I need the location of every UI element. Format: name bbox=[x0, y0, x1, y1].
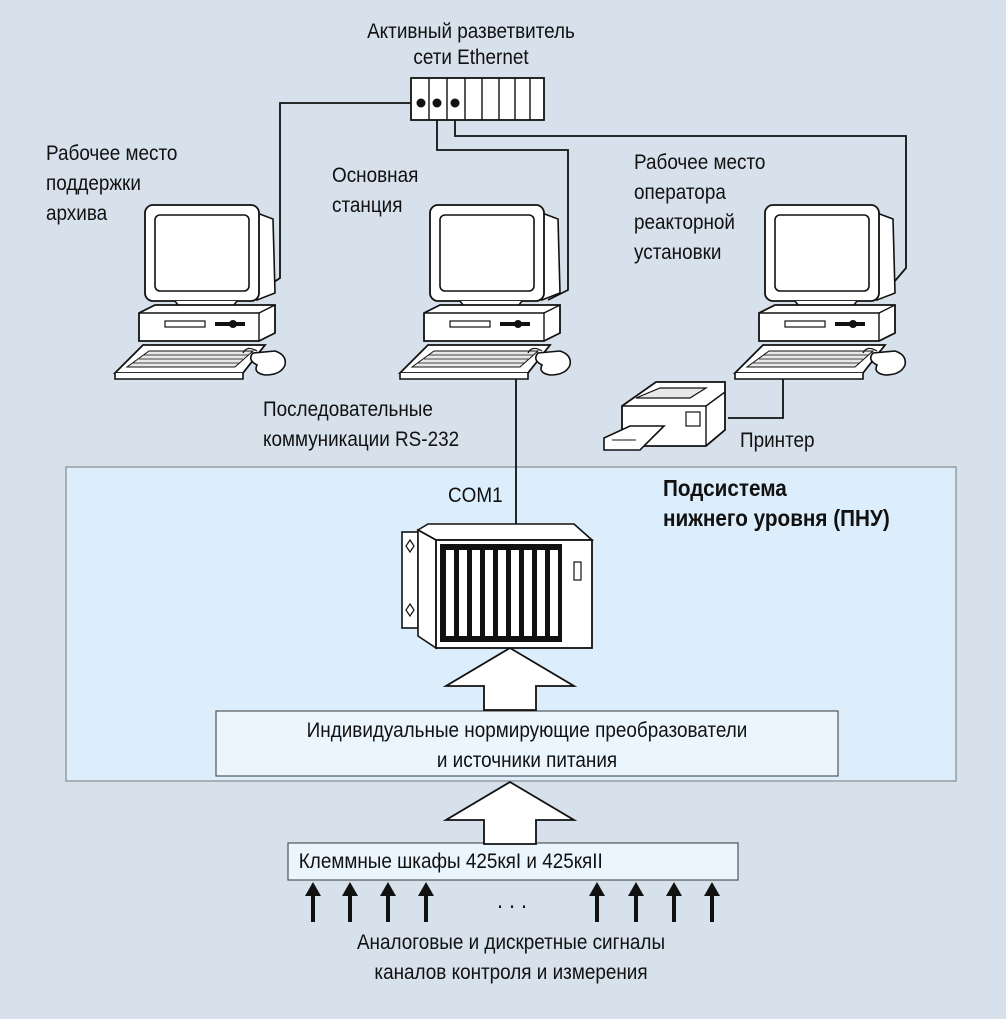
converters-label: Индивидуальные нормирующие преобразовате… bbox=[306, 719, 748, 772]
converters-box bbox=[215, 710, 839, 777]
terminal-cabinets-label: Клеммные шкафы 425кяI и 425кяII bbox=[298, 850, 603, 873]
up-arrow-icon bbox=[418, 882, 434, 922]
main-station-label: Основная станция bbox=[332, 164, 419, 217]
controller-rack-icon bbox=[401, 523, 595, 650]
signal-ellipsis: . . . bbox=[496, 887, 528, 914]
serial-comms-label: Последовательные коммуникации RS-232 bbox=[263, 398, 460, 451]
up-arrow-icon bbox=[628, 882, 644, 922]
up-arrow-icon bbox=[380, 882, 396, 922]
up-arrow-icon bbox=[704, 882, 720, 922]
printer-link bbox=[728, 372, 784, 419]
desktop-computer-icon bbox=[399, 204, 572, 380]
ethernet-hub-icon bbox=[410, 77, 545, 121]
printer-icon bbox=[603, 381, 726, 451]
operator-workstation-label: Рабочее место оператора реакторной устан… bbox=[634, 151, 766, 264]
up-arrow-icon bbox=[342, 882, 358, 922]
signals-label: Аналоговые и дискретные сигналы каналов … bbox=[356, 931, 666, 984]
archive-workstation-label: Рабочее место поддержки архива bbox=[46, 142, 178, 225]
up-arrow-icon bbox=[445, 781, 575, 845]
printer-label: Принтер bbox=[740, 429, 815, 452]
desktop-computer-icon bbox=[114, 204, 287, 380]
up-arrow-icon bbox=[305, 882, 321, 922]
subsystem-title: Подсистема нижнего уровня (ПНУ) bbox=[663, 475, 890, 531]
up-arrow-icon bbox=[589, 882, 605, 922]
hub-label: Активный разветвитель сети Ethernet bbox=[367, 20, 575, 69]
up-arrow-icon bbox=[666, 882, 682, 922]
com-port-label: COM1 bbox=[448, 484, 503, 507]
